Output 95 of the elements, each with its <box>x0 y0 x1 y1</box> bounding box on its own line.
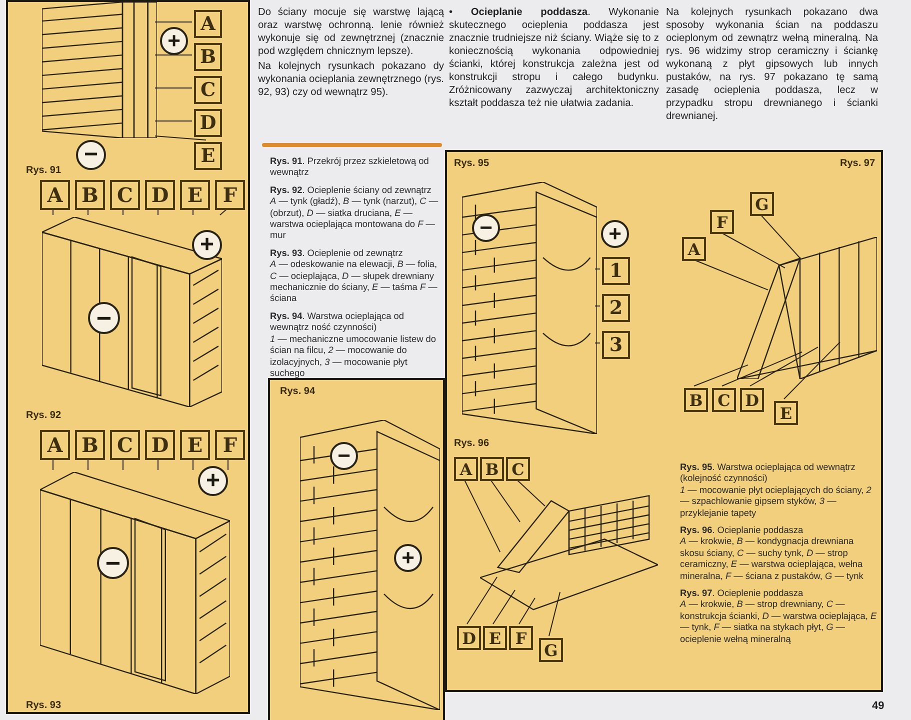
callout-letter: B <box>480 457 504 481</box>
leader-line <box>192 208 194 216</box>
callout-letter: 1 <box>602 257 630 285</box>
leader-line <box>492 590 516 624</box>
callout-letter: E <box>180 430 210 460</box>
callout-letter: 2 <box>602 294 630 322</box>
sign-symbol: + <box>394 544 422 572</box>
callout-letter: B <box>75 430 105 460</box>
leader-line <box>154 120 192 122</box>
leader-line <box>490 478 520 522</box>
leader-line <box>52 208 54 216</box>
leader-line <box>122 458 124 470</box>
figure-caption: A — krokwie, B — kondygnacja drewniana skosu ściany, C — suchy tynk, D — strop ceramiczny, E — warstwa ocieplająca, wełna mineralna, F — ściana z pustaków, G — tynk <box>680 536 864 582</box>
leader-line <box>464 478 501 553</box>
callout-letter: B <box>75 180 105 210</box>
callout-letter: E <box>194 142 222 170</box>
paragraph: Do ściany mocuje się warstwę lającą oraz warstwę ochronną. lenie również wykonuje się od zewnętrznej (znacznie pod względem chnicznym lepsze). <box>258 6 444 58</box>
callout-letter: G <box>750 192 774 216</box>
figure-caption-title: Rys. 94. Warstwa ocieplająca od wewnątrz ność czynności) <box>270 310 405 334</box>
sign-symbol: − <box>88 302 120 334</box>
leader-line <box>192 458 194 470</box>
callout-letter: A <box>682 237 706 261</box>
figure-caption: 1 — mechaniczne umocowanie listew do ścian na filcu, 2 — mocowanie do izolacyjnych, 3 — mocowanie płyt suchego <box>270 334 437 380</box>
callout-letter: A <box>40 430 70 460</box>
callout-letter: E <box>483 626 507 650</box>
figure-caption-title: Rys. 96. Ocieplanie poddasza <box>680 525 804 536</box>
callout-letter: D <box>145 430 175 460</box>
page-number: 49 <box>872 700 886 712</box>
figure-caption: A — krokwie, B — strop drewniany, C — konstrukcja ścianki, D — warstwa ocieplająca, E — tynk, F — siatka na stykach płyt, G — ocieplenie wełną mineralną <box>680 599 878 646</box>
callout-letter: A <box>40 180 70 210</box>
figure-label: Rys. 97 <box>840 158 876 169</box>
callout-letter: A <box>194 10 222 38</box>
callout-letter: E <box>180 180 210 210</box>
leader-line <box>220 208 228 216</box>
callout-letter: B <box>684 388 708 412</box>
leader-line <box>516 478 546 506</box>
callout-letter: E <box>774 401 798 425</box>
sign-symbol: + <box>601 220 629 248</box>
sign-symbol: − <box>330 442 358 470</box>
sign-symbol: + <box>198 466 228 496</box>
sign-symbol: − <box>76 140 106 170</box>
leader-line <box>750 346 819 386</box>
callout-letter: C <box>506 457 530 481</box>
sign-symbol: + <box>192 230 222 260</box>
figure-caption-title: Rys. 95. Warstwa ocieplająca od wewnątrz (kolejność czynności) <box>680 462 856 485</box>
callout-letter: 3 <box>602 331 630 359</box>
figure-caption-title: Rys. 93. Ocieplenie od zewnątrz <box>270 248 404 260</box>
leader-line <box>52 458 54 470</box>
figure-caption: 1 — mocowanie płyt ocieplających do ściany, 2 — szpachlowanie gipsem styków, 3 — przyklejanie tapety <box>680 484 872 520</box>
leader-line <box>154 54 192 56</box>
leader-line <box>548 591 561 636</box>
leader-line <box>784 342 840 400</box>
leader-line <box>122 208 124 216</box>
callout-letter: C <box>110 430 140 460</box>
sign-symbol: − <box>97 547 129 579</box>
figure-label: Rys. 91 <box>26 165 62 176</box>
callout-letter: C <box>194 76 222 104</box>
figure-panel <box>6 0 250 714</box>
figure-label: Rys. 96 <box>454 438 490 449</box>
callout-letter: D <box>145 180 175 210</box>
callout-letter: F <box>509 626 533 650</box>
sign-symbol: + <box>160 27 188 55</box>
paragraph: Na kolejnych rysunkach pokazano dwa sposoby wykonania ścian na poddaszu ocieplonym od zewnątrz wełną mineralną. Na rys. 96 widzimy strop ceramiczny i ściankę wykonaną z płyt gipsowych lub innych pustaków, na rys. 97 pokazano tę samą zasadę ocieplenia poddasza, lecz w przypadku stropu drewnianego i ścianki drewnianej. <box>666 6 878 123</box>
callout-letter: D <box>194 109 222 137</box>
callout-letter: F <box>215 430 245 460</box>
callout-letter: C <box>110 180 140 210</box>
leader-line <box>694 364 749 386</box>
callout-letter: B <box>194 43 222 71</box>
figure-panel <box>445 150 883 692</box>
leader-line <box>594 342 600 344</box>
callout-letter: C <box>712 388 736 412</box>
figure-caption: A — odeskowanie na elewacji, B — folia, C — ocieplająca, D — słupek drewniany mechanicznie do ściany, E — taśma F — ściana <box>270 259 438 305</box>
figure-caption-title: Rys. 92. Ocieplenie ściany od zewnątrz <box>270 184 432 196</box>
leader-line <box>722 352 803 386</box>
callout-letter: F <box>215 180 245 210</box>
callout-letter: G <box>539 638 563 662</box>
callout-letter: A <box>454 457 478 481</box>
figure-caption-title: Rys. 91. Przekrój przez szkieletową od wewnątrz <box>270 156 430 179</box>
sign-symbol: − <box>472 214 500 242</box>
callout-letter: F <box>710 210 734 234</box>
callout-letter: D <box>457 626 481 650</box>
figure-caption-title: Rys. 97. Ocieplenie poddasza <box>680 588 804 600</box>
paragraph: Na kolejnych rysunkach pokazano dy wykonania ocieplania zewnętrznego (rys. 92, 93) czy od wewnątrz 95). <box>258 60 444 99</box>
leader-line <box>466 576 498 624</box>
leader-line <box>518 598 536 624</box>
leader-line <box>594 268 600 270</box>
figure-label: Rys. 94 <box>280 386 316 397</box>
figure-caption: A — tynk (gładź), B — tynk (narzut), C — (obrzut), D — siatka druciana, E — warstwa ocieplająca montowana do F — mur <box>270 196 440 242</box>
leader-line <box>760 214 800 258</box>
figure-panel <box>268 378 445 720</box>
callout-letter: D <box>740 388 764 412</box>
figure-label: Rys. 92 <box>26 410 62 421</box>
paragraph: • Ocieplanie poddasza. Wykonanie skutecznego ocieplenia poddasza jest znacznie trudniejsze niż ściany. Wiąże się to z koniecznością wykonania odpowiedniej ścianki, której konstrukcja zależna jest od konstrukcji stropu i całego budynku. Zróżnicowany zazwyczaj architektoniczny kształt poddasza też nie ułatwia zadania. <box>449 6 659 110</box>
figure-label: Rys. 93 <box>26 700 62 711</box>
figure-label: Rys. 95 <box>454 158 490 169</box>
